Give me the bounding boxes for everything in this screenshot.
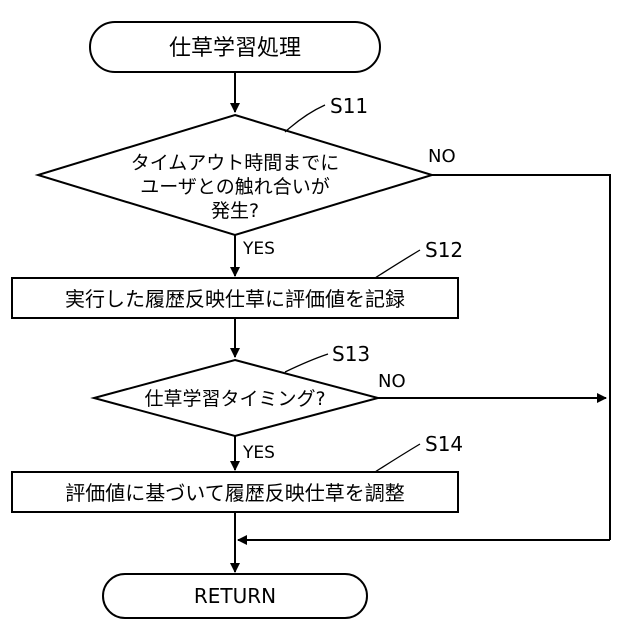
- branch-label-s13-yes: YES: [242, 443, 275, 463]
- process-s14-label: 評価値に基づいて履歴反映仕草を調整: [65, 481, 404, 505]
- process-s14: 評価値に基づいて履歴反映仕草を調整: [12, 472, 458, 512]
- start-terminal-label: 仕草学習処理: [169, 36, 301, 61]
- step-id-s13: S13: [332, 342, 370, 366]
- decision-s11-line-2: ユーザとの触れ合いが: [140, 176, 329, 198]
- branch-label-s13-no: NO: [378, 371, 406, 392]
- step-id-leader-s14: [375, 444, 420, 472]
- step-id-leader-s12: [375, 250, 420, 278]
- step-id-leader-s11: [285, 105, 325, 132]
- branch-label-s11-yes: YES: [242, 239, 275, 259]
- process-s12: 実行した履歴反映仕草に評価値を記録: [12, 278, 458, 318]
- decision-s11-line-1: タイムアウト時間までに: [131, 152, 340, 174]
- decision-s11: タイムアウト時間までに ユーザとの触れ合いが 発生?: [38, 115, 432, 235]
- step-id-s14: S14: [425, 432, 463, 456]
- step-id-s12: S12: [425, 238, 463, 262]
- step-id-s11: S11: [330, 94, 368, 118]
- step-id-leader-s13: [285, 354, 328, 372]
- end-terminal: RETURN: [103, 574, 367, 618]
- decision-s13-label: 仕草学習タイミング?: [144, 388, 325, 410]
- start-terminal: 仕草学習処理: [90, 22, 380, 72]
- branch-label-s11-no: NO: [428, 146, 456, 167]
- decision-s13: 仕草学習タイミング?: [94, 360, 378, 436]
- process-s12-label: 実行した履歴反映仕草に評価値を記録: [65, 287, 405, 311]
- decision-s11-line-3: 発生?: [211, 200, 259, 222]
- end-terminal-label: RETURN: [194, 584, 276, 608]
